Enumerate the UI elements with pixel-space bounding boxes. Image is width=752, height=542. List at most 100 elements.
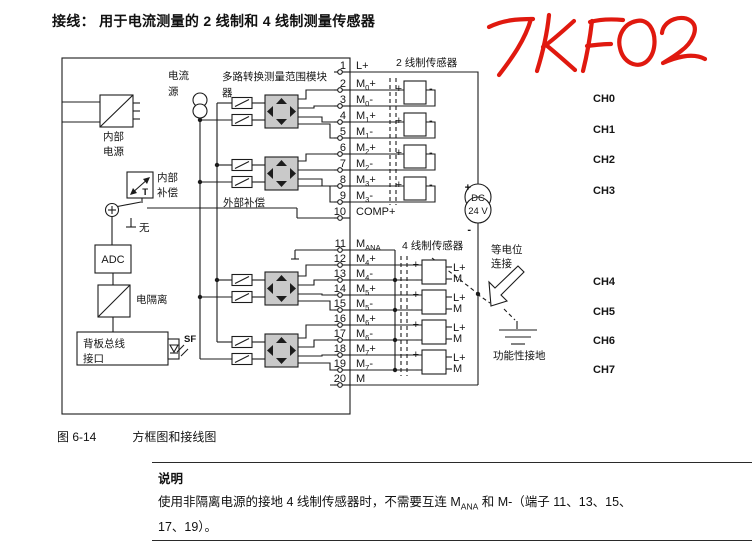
mux-range-labels: 多路转换测量范围模块 器 xyxy=(222,70,327,99)
wire xyxy=(298,264,334,277)
sensor-m-label: M xyxy=(453,333,462,345)
terminal-circle xyxy=(337,322,343,328)
terminal-circle xyxy=(337,69,343,75)
note-heading: 说明 xyxy=(158,472,184,486)
junction-dot xyxy=(392,307,398,313)
external-comp-label: 外部补偿 xyxy=(223,196,265,209)
terminal-number: 4 xyxy=(340,110,346,122)
wire xyxy=(298,293,334,296)
wire xyxy=(350,153,436,171)
two-wire-sensor-box xyxy=(403,176,427,201)
sensor-minus-label: - xyxy=(415,364,419,376)
wire xyxy=(350,185,436,203)
equipotential-arrow-icon xyxy=(488,265,525,307)
terminal-label: L+ xyxy=(356,60,369,72)
four-wire-sensor-box xyxy=(421,289,447,315)
sensor-plus-label: + xyxy=(413,349,419,361)
terminal-number: 15 xyxy=(334,298,346,310)
terminal-number: 1 xyxy=(340,60,346,72)
sensor-m-label: M xyxy=(453,273,462,285)
terminal-label: M0- xyxy=(356,94,373,108)
internal-power-block: 内部 电源 xyxy=(62,94,140,158)
four-wire-sensor-box xyxy=(421,319,447,345)
sensor-lplus-label: L+ xyxy=(453,352,466,364)
handwritten-annotation xyxy=(486,12,708,78)
terminal-circle xyxy=(337,183,343,189)
sensor-minus-label: - xyxy=(429,179,433,191)
terminal-label: M4+ xyxy=(356,253,376,267)
terminal-circle xyxy=(337,135,343,141)
terminal-label: M6- xyxy=(356,328,373,342)
terminal-number: 10 xyxy=(334,206,346,218)
sensor-plus-label: + xyxy=(396,115,402,127)
terminal-number: 8 xyxy=(340,174,346,186)
terminal-circle xyxy=(337,215,343,221)
sensor-plus-label: + xyxy=(396,147,402,159)
wire xyxy=(298,185,334,203)
terminal-number: 17 xyxy=(334,328,346,340)
four-wire-section-label: 4 线制传感器 xyxy=(402,239,464,252)
four-wire-sensor-box xyxy=(421,259,447,285)
terminal-number: 13 xyxy=(334,268,346,280)
terminal-circle xyxy=(337,87,343,93)
terminal-number: 5 xyxy=(340,126,346,138)
sf-led-icon xyxy=(169,344,179,354)
terminal-circle xyxy=(337,103,343,109)
channel-label: CH6 xyxy=(593,335,615,347)
wire xyxy=(298,123,334,139)
terminal-number: 11 xyxy=(335,238,346,250)
internal-compensation-block: T 内部 补偿 xyxy=(126,171,178,203)
backplane-box xyxy=(76,331,169,366)
wire xyxy=(350,89,436,107)
earth-section: 等电位 连接 功能性接地 xyxy=(431,243,546,362)
terminal-circle xyxy=(337,352,343,358)
svg-text:补偿: 补偿 xyxy=(157,186,178,199)
terminal-label: M5- xyxy=(356,298,373,312)
terminal-label: M4- xyxy=(356,268,373,282)
sensor-plus-label: + xyxy=(413,259,419,271)
channel-label: CH2 xyxy=(593,154,615,166)
adc-label: ADC xyxy=(101,254,124,266)
figure-number: 图 6-14 xyxy=(57,430,97,444)
current-source-label: 电流 xyxy=(168,69,189,82)
ground-icon xyxy=(499,329,537,345)
channel-label: CH3 xyxy=(593,185,615,197)
channel-label: CH1 xyxy=(593,124,615,136)
terminal-circle xyxy=(337,277,343,283)
sensor-plus-label: + xyxy=(413,319,419,331)
terminal-label: M0+ xyxy=(356,78,376,92)
channel-label: CH4 xyxy=(593,276,616,288)
terminal-circle xyxy=(337,307,343,313)
terminal-label: M2- xyxy=(356,158,373,172)
terminal-number: 7 xyxy=(340,158,346,170)
junction-dot xyxy=(392,337,398,343)
junction-dot xyxy=(392,367,398,373)
svg-text:接口: 接口 xyxy=(83,352,104,365)
current-source: 电流 源 xyxy=(168,69,218,359)
terminal-label: M6+ xyxy=(356,313,376,327)
junction-dot xyxy=(392,277,398,283)
channel-label: CH0 xyxy=(593,93,615,105)
terminal-label: M xyxy=(356,373,365,385)
wire xyxy=(298,300,334,311)
sensor-minus-label: - xyxy=(415,274,419,286)
terminal-label: M7- xyxy=(356,358,373,372)
channel-label: CH5 xyxy=(593,306,615,318)
svg-text:DC: DC xyxy=(471,193,485,204)
sensor-m-label: M xyxy=(453,363,462,375)
terminal-label: M5+ xyxy=(356,283,376,297)
page-title: 接线： 用于电流测量的 2 线制和 4 线制测量传感器 xyxy=(52,13,376,29)
terminal-circle xyxy=(337,199,343,205)
svg-text:连接: 连接 xyxy=(491,257,512,270)
wire xyxy=(298,279,334,286)
sensor-lplus-label: L+ xyxy=(453,322,466,334)
internal-power-label: 内部 xyxy=(103,130,124,143)
isolation-label: 电隔离 xyxy=(136,293,168,306)
terminal-number: 2 xyxy=(340,78,346,90)
svg-text:器: 器 xyxy=(222,87,233,99)
comp-none-label: 无 xyxy=(139,222,150,234)
two-wire-section-label: 2 线制传感器 xyxy=(396,56,458,69)
sensor-minus-label: - xyxy=(429,83,433,95)
comp-selector: 无 外部补偿 xyxy=(104,196,350,234)
